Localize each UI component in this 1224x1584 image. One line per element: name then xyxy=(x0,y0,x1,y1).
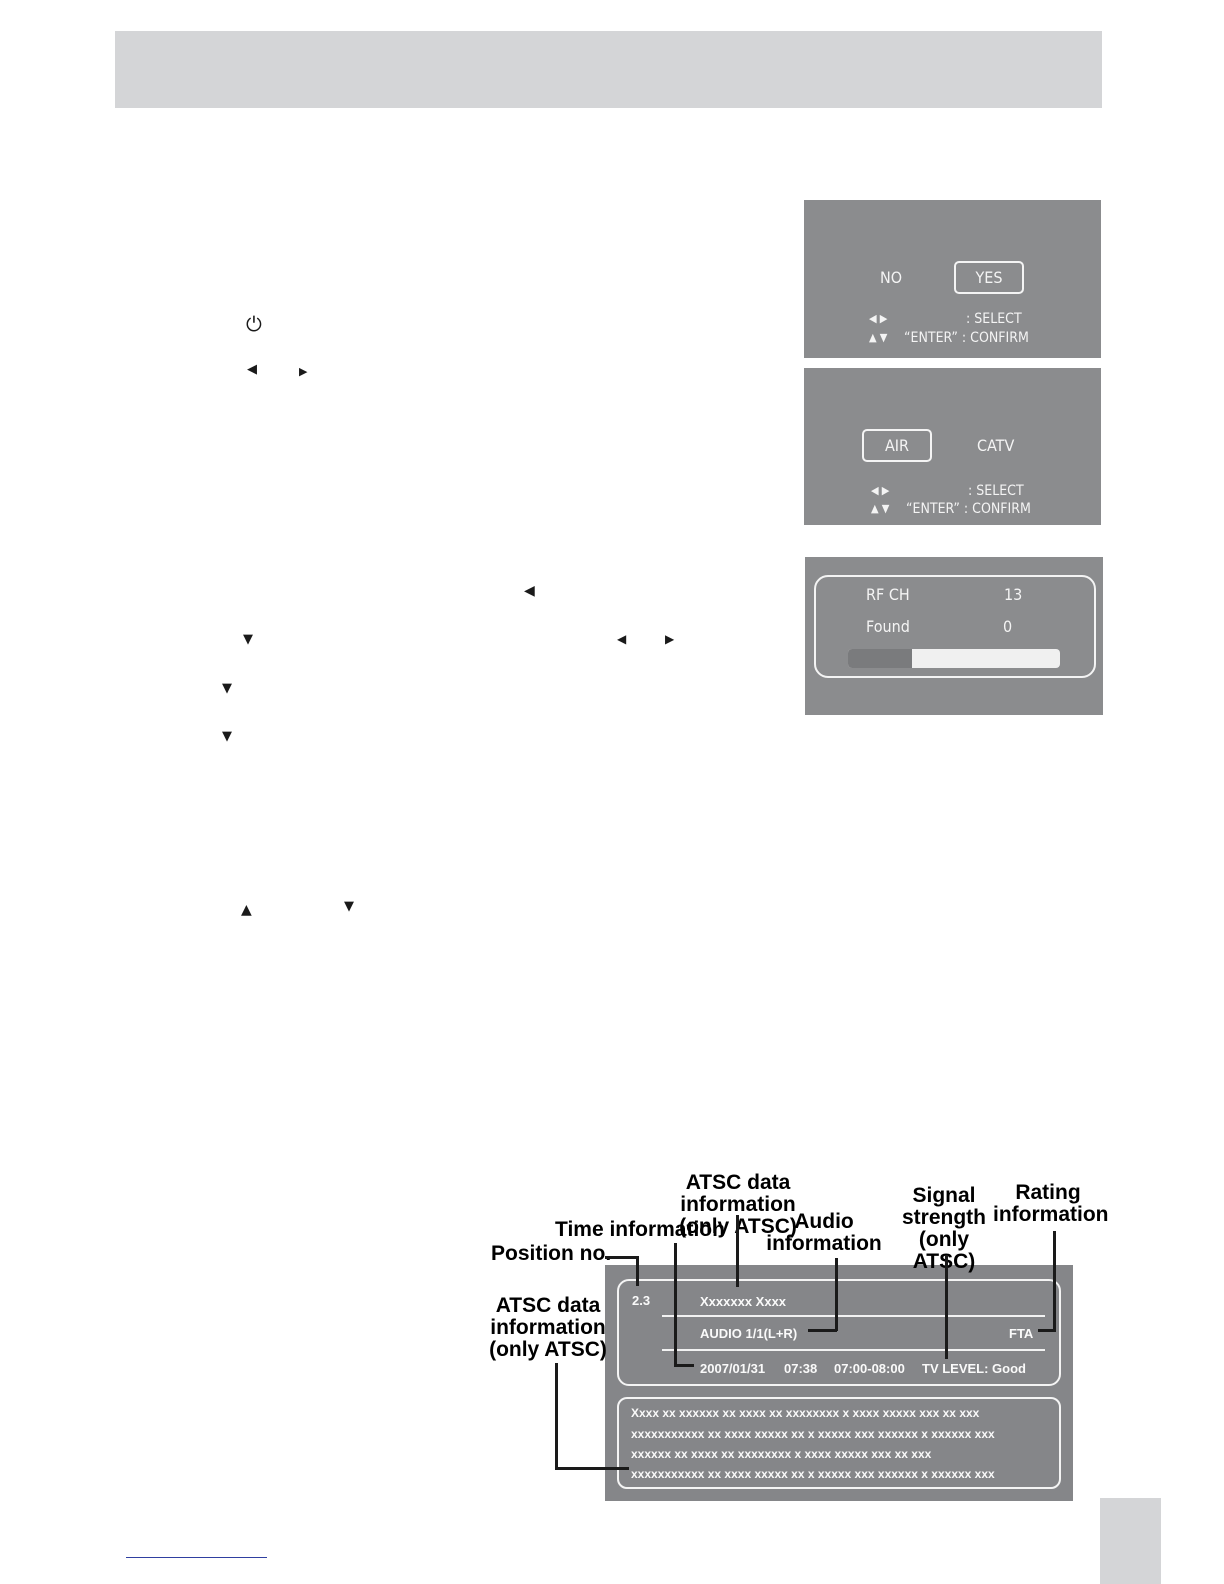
callout-atsc-data-top: ATSC data information (only ATSC) xyxy=(679,1171,797,1238)
yes-option-label: YES xyxy=(975,267,1003,287)
down-arrow-icon: ▼ xyxy=(222,681,232,696)
tv-level: TV LEVEL: Good xyxy=(922,1361,1026,1376)
osd-confirm-screen: NO YES ◀ ▶ : SELECT ▲ ▼ “ENTER” : CONFIR… xyxy=(804,200,1101,358)
date-info: 2007/01/31 xyxy=(700,1361,766,1376)
rf-ch-value: 13 xyxy=(1004,585,1023,604)
description-frame xyxy=(617,1397,1061,1489)
scan-frame xyxy=(814,575,1096,678)
scan-progress-bar xyxy=(848,649,1060,668)
left-arrow-icon: ◀ xyxy=(617,632,627,646)
air-option-label: AIR xyxy=(884,435,910,455)
osd-scan-screen: RF CH 13 Found 0 xyxy=(805,557,1103,715)
program-name: Xxxxxxx Xxxx xyxy=(700,1294,787,1309)
confirm-hint: “ENTER” : CONFIRM xyxy=(906,501,1031,517)
select-hint: : SELECT xyxy=(966,311,1022,327)
yes-option[interactable]: YES xyxy=(954,261,1024,294)
description-line: Xxxx xx xxxxxx xx xxxx xx xxxxxxxx x xxx… xyxy=(631,1406,980,1420)
divider xyxy=(662,1315,1045,1317)
time-range: 07:00-08:00 xyxy=(834,1361,905,1376)
left-arrow-icon: ◀ xyxy=(524,583,535,599)
right-arrow-icon: ▶ xyxy=(665,632,675,646)
audio-info: AUDIO 1/1(L+R) xyxy=(700,1326,798,1341)
callout-position-no: Position no. xyxy=(491,1242,612,1265)
rating-info: FTA xyxy=(1009,1326,1034,1341)
rf-ch-label: RF CH xyxy=(866,585,910,604)
leader-line xyxy=(555,1467,629,1470)
divider xyxy=(662,1349,1045,1351)
clock-info: 07:38 xyxy=(784,1361,818,1376)
description-line: xxxxxxxxxxx xx xxxx xxxxx xx x xxxxx xxx… xyxy=(631,1467,995,1481)
callout-audio-info: Audio information xyxy=(766,1210,882,1255)
position-number: 2.3 xyxy=(632,1293,651,1308)
left-right-arrows-icon: ◀ ▶ xyxy=(871,484,890,497)
leader-line xyxy=(1053,1231,1056,1332)
page-number-tab xyxy=(1100,1498,1161,1584)
callout-time-info: Time information xyxy=(555,1218,725,1241)
footer-link-underline[interactable] xyxy=(126,1557,267,1558)
leader-line xyxy=(835,1258,838,1331)
leader-line xyxy=(555,1363,558,1470)
leader-line xyxy=(674,1243,677,1367)
banner-frame xyxy=(617,1279,1061,1386)
leader-line xyxy=(808,1329,837,1332)
left-arrow-icon: ◀ xyxy=(247,362,257,377)
callout-signal-strength: Signal strength (only ATSC) xyxy=(902,1184,986,1273)
leader-line xyxy=(605,1256,638,1259)
header-band xyxy=(115,31,1102,108)
callout-rating-info: Rating information xyxy=(993,1181,1109,1226)
air-option[interactable]: AIR xyxy=(862,429,932,462)
right-arrow-icon: ▶ xyxy=(299,365,308,378)
confirm-hint: “ENTER” : CONFIRM xyxy=(904,330,1029,346)
power-icon: ⏻ xyxy=(246,312,262,336)
callout-atsc-data-left: ATSC data information (only ATSC) xyxy=(489,1294,607,1361)
leader-line xyxy=(636,1256,639,1286)
left-right-arrows-icon: ◀ ▶ xyxy=(869,312,888,325)
info-banner-panel: 2.3 Xxxxxxx Xxxx AUDIO 1/1(L+R) FTA 2007… xyxy=(605,1265,1073,1501)
description-line: xxxxxx xx xxxx xx xxxxxxxx x xxxx xxxxx … xyxy=(631,1447,932,1461)
catv-option[interactable]: CATV xyxy=(977,436,1015,455)
leader-line xyxy=(945,1255,948,1359)
down-arrow-icon: ▼ xyxy=(243,632,253,647)
up-down-arrows-icon: ▲ ▼ xyxy=(869,331,888,344)
found-value: 0 xyxy=(1003,617,1013,636)
scan-progress-fill xyxy=(848,649,912,668)
down-arrow-icon: ▼ xyxy=(222,729,232,744)
osd-source-screen: AIR CATV ◀ ▶ : SELECT ▲ ▼ “ENTER” : CONF… xyxy=(804,368,1101,525)
found-label: Found xyxy=(866,617,910,636)
leader-line xyxy=(1038,1329,1056,1332)
leader-line xyxy=(674,1364,694,1367)
down-arrow-icon: ▼ xyxy=(344,899,354,914)
description-line: xxxxxxxxxxx xx xxxx xxxxx xx x xxxxx xxx… xyxy=(631,1427,995,1441)
up-arrow-icon: ▲ xyxy=(241,902,252,918)
select-hint: : SELECT xyxy=(968,483,1024,499)
up-down-arrows-icon: ▲ ▼ xyxy=(871,502,890,515)
no-option[interactable]: NO xyxy=(880,268,903,287)
leader-line xyxy=(736,1215,739,1287)
